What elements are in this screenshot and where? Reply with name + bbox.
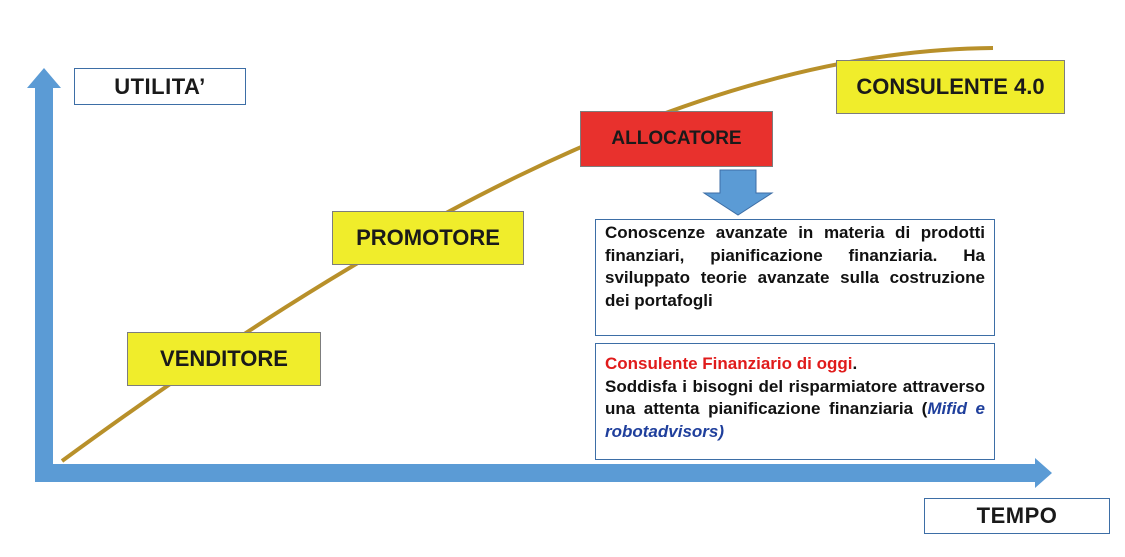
- y-axis-arrow: [27, 68, 61, 470]
- stage-allocatore: ALLOCATORE: [580, 111, 773, 167]
- consulente-body: Soddisfa i bisogni del risparmiatore att…: [605, 376, 985, 419]
- consulente-highlight: Mifid e robotadvisors): [605, 399, 985, 441]
- consulente-title-line: Consulente Finanziario di oggi.: [605, 353, 985, 376]
- allocatore-description: Conoscenze avanzate in materia di prodot…: [605, 223, 985, 310]
- stage-consulente-4-0: CONSULENTE 4.0: [836, 60, 1065, 114]
- consulente-description-box: Consulente Finanziario di oggi. Soddisfa…: [595, 343, 995, 460]
- allocatore-description-box: Conoscenze avanzate in materia di prodot…: [595, 219, 995, 336]
- consulente-title-end: .: [852, 354, 858, 373]
- stage-promotore: PROMOTORE: [332, 211, 524, 265]
- x-axis-arrow: [35, 458, 1052, 488]
- x-axis-label: TEMPO: [924, 498, 1110, 534]
- y-axis-label: UTILITA’: [74, 68, 246, 105]
- consulente-body-line: Soddisfa i bisogni del risparmiatore att…: [605, 376, 985, 444]
- down-arrow: [702, 169, 774, 216]
- consulente-title: Consulente Finanziario di oggi: [605, 354, 853, 373]
- stage-venditore: VENDITORE: [127, 332, 321, 386]
